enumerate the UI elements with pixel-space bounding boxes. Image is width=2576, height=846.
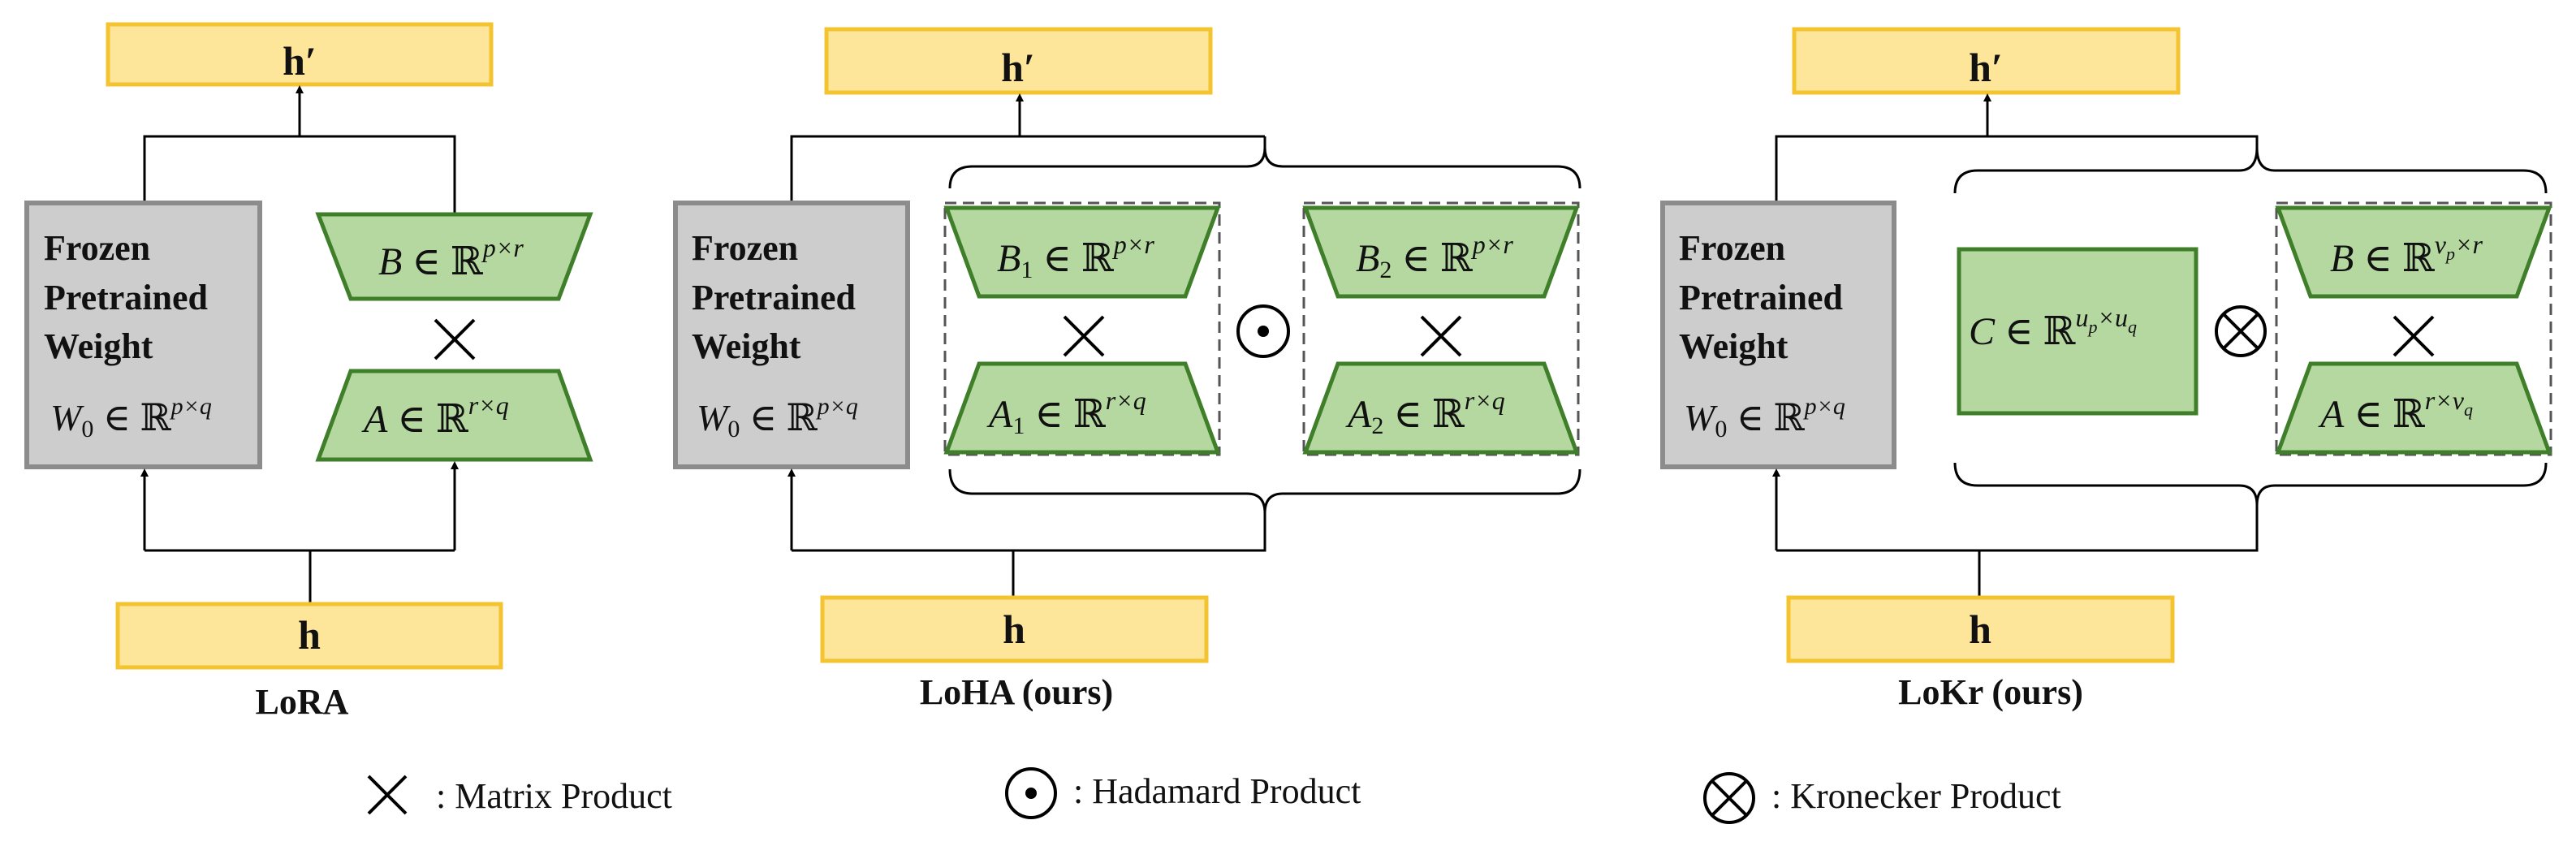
legend-matrix-product-icon	[367, 775, 408, 815]
lokr-output-box	[1792, 27, 2181, 95]
lokr-c-matrix	[1957, 247, 2198, 416]
lora-output-box	[106, 22, 494, 87]
frozen-label-line3: Weight	[44, 326, 153, 366]
lokr-frozen-weight-box	[1660, 201, 1896, 469]
lokr-output-label: h′	[1969, 45, 2003, 90]
lora-input-label: h	[298, 612, 321, 658]
lokr-b-formula: B ∈ ℝvp×r	[2330, 230, 2483, 280]
loha-matrix-product-icon-1	[1063, 315, 1105, 357]
frozen-label-line2: Pretrained	[44, 278, 208, 317]
lora-b-formula: B ∈ ℝp×r	[378, 233, 524, 283]
loha-b2-formula: B2 ∈ ℝp×r	[1356, 230, 1513, 283]
loha-merge-line	[790, 135, 1020, 201]
lokr-input-label: h	[1969, 606, 1991, 652]
legend: : Matrix Product : Hadamard Product : Kr…	[367, 767, 2061, 824]
legend-matrix-product-label: : Matrix Product	[436, 776, 672, 816]
lokr-matrix-product-icon	[2393, 315, 2435, 357]
loha-b2-matrix	[1302, 205, 1580, 299]
lora-a-formula: A ∈ ℝr×q	[361, 391, 509, 441]
loha-bottom-brace	[948, 468, 1581, 514]
lora-output-label: h′	[283, 38, 317, 84]
svg-text:Frozen Pretrained: Frozen Pretrained Weight	[44, 228, 217, 366]
lora-w0-formula: W0 ∈ ℝp×q	[50, 393, 212, 442]
loha-frozen-weight-box	[673, 201, 910, 469]
loha-a1-matrix	[943, 361, 1221, 455]
legend-kronecker-product-label: : Kronecker Product	[1771, 776, 2061, 816]
lokr-adapter-in-line	[1979, 505, 2259, 552]
lokr-bottom-brace	[1953, 462, 2548, 506]
lokr-input-box	[1786, 595, 2175, 663]
loha-output-label: h′	[1001, 45, 1035, 90]
loha-matrix-product-icon-2	[1420, 315, 1462, 357]
legend-hadamard-product-icon	[1005, 767, 1057, 819]
svg-text:Frozen Pretrained: Frozen Pretrained Weight	[1679, 228, 1852, 366]
loha-a2-matrix	[1302, 361, 1580, 455]
lora-title: LoRA	[256, 682, 349, 722]
lora-matrix-product-icon	[434, 318, 476, 360]
lora-input-box	[115, 602, 503, 670]
lokr-title: LoKr (ours)	[1898, 672, 2083, 712]
lokr-panel: h′ Frozen Pretrained Weight W0 ∈ ℝp×q C …	[1660, 27, 2552, 712]
lokr-w0-formula: W0 ∈ ℝp×q	[1684, 393, 1845, 442]
lokr-group-dashed	[2275, 201, 2552, 456]
lora-b-matrix	[315, 212, 593, 301]
loha-b1-matrix	[943, 205, 1221, 299]
lora-split-line	[145, 549, 312, 604]
lokr-kronecker-product-icon	[2215, 305, 2267, 357]
loha-w0-formula: W0 ∈ ℝp×q	[697, 393, 858, 442]
loha-group-2-dashed	[1302, 201, 1580, 456]
lokr-c-formula: C ∈ ℝup×uq	[1969, 303, 2137, 353]
legend-kronecker-product-icon	[1703, 772, 1755, 824]
loha-a2-formula: A2 ∈ ℝr×q	[1345, 386, 1505, 439]
loha-hadamard-product-icon	[1236, 304, 1290, 358]
loha-a1-formula: A1 ∈ ℝr×q	[986, 386, 1146, 439]
loha-panel: h′ Frozen Pretrained Weight W0 ∈ ℝp×q B1…	[673, 27, 1581, 712]
loha-output-box	[824, 27, 1213, 95]
lora-a-matrix	[315, 369, 593, 462]
loha-title: LoHA (ours)	[920, 672, 1113, 712]
lokr-a-formula: A ∈ ℝr×vq	[2318, 386, 2473, 436]
frozen-label-line1: Frozen	[44, 228, 150, 268]
loha-input-box	[820, 595, 1209, 663]
lora-panel: h′ Frozen Pretrained Weight W0 ∈ ℝp×q B …	[24, 22, 593, 722]
lokr-b-matrix	[2275, 205, 2552, 299]
loha-top-brace	[948, 147, 1581, 189]
loha-b1-formula: B1 ∈ ℝp×r	[997, 230, 1154, 283]
lora-frozen-weight-box	[24, 201, 262, 469]
loha-input-label: h	[1003, 606, 1025, 652]
legend-hadamard-product-label: : Hadamard Product	[1073, 771, 1361, 811]
loha-adapter-in-line	[1013, 513, 1266, 552]
svg-text:Frozen Pretrained: Frozen Pretrained Weight	[692, 228, 865, 366]
lokr-a-matrix	[2275, 361, 2552, 455]
loha-group-1-dashed	[943, 201, 1221, 456]
lokr-top-brace	[1953, 147, 2548, 194]
lokr-merge-line	[1775, 135, 2259, 201]
